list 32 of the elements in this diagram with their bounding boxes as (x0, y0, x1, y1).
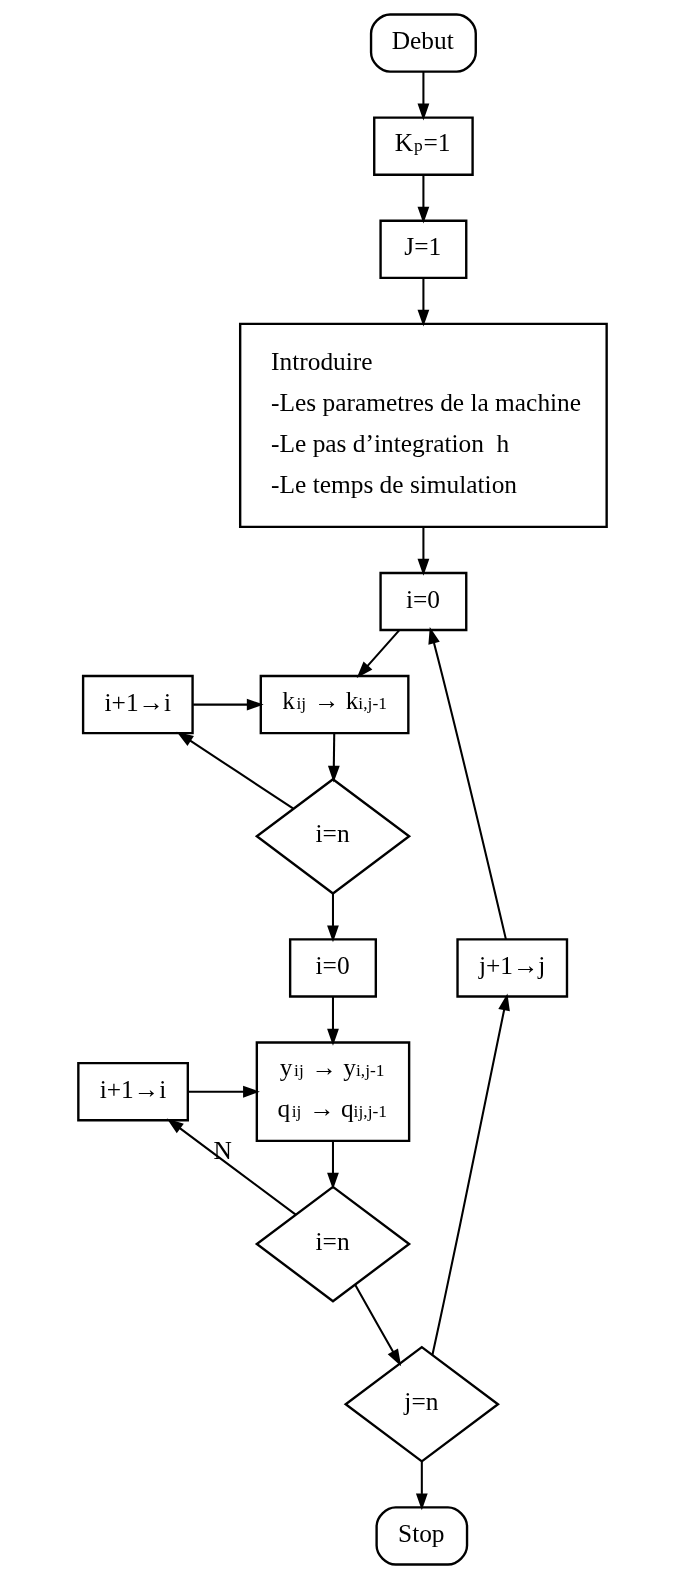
arrow (417, 175, 429, 224)
node-diamond: i=n (254, 777, 411, 895)
arrow (176, 731, 294, 810)
arrow (430, 993, 510, 1355)
arrow (192, 698, 264, 711)
edge-label: N (212, 1136, 232, 1165)
arrow (417, 71, 429, 121)
arrow (417, 277, 429, 327)
node-box: Kp=1 (372, 116, 474, 176)
arrow (326, 1140, 339, 1190)
node-box: Debut (369, 13, 477, 73)
node-box: i=0 (288, 938, 377, 998)
arrow (417, 527, 429, 576)
arrow (166, 1118, 296, 1216)
arrow (326, 893, 339, 943)
node-box: yij → yi,j-1 qij → qij,j-1 (255, 1041, 410, 1143)
arrow (427, 627, 507, 940)
arrow (326, 996, 339, 1046)
node-box: i=0 (378, 571, 467, 632)
arrow (356, 629, 400, 679)
node-box: J=1 (378, 219, 467, 280)
arrow (415, 1461, 428, 1511)
node-box: kij → ki,j-1 (259, 674, 410, 735)
node-box: Stop (374, 1506, 468, 1566)
node-box: i+1→i (76, 1062, 189, 1122)
node-box: i+1→i (81, 674, 194, 735)
arrow (327, 733, 340, 783)
node-box: Introduire -Les parametres de la machine -Le pas d’integration h -Le temps de simulation (238, 322, 608, 529)
node-diamond: i=n (254, 1185, 411, 1303)
arrow (188, 1085, 260, 1098)
node-box: j+1→j (455, 938, 568, 998)
arrow (353, 1284, 401, 1367)
